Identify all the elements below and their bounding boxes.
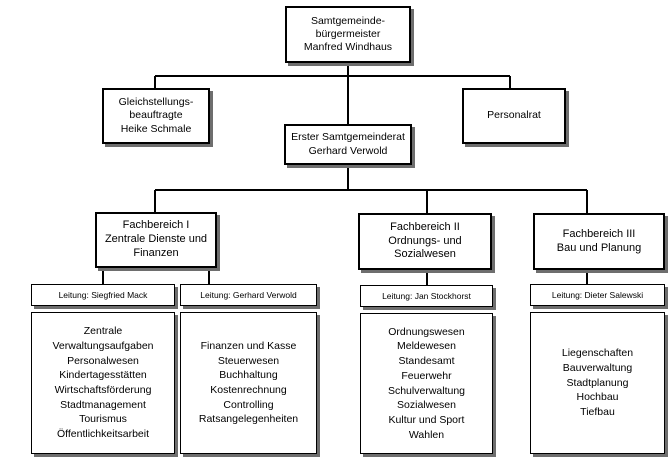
unit-3-task: Ordnungswesen [388, 325, 465, 338]
unit-4-task: Tiefbau [580, 406, 615, 419]
department-1-subtitle-1: Zentrale Dienste und [104, 233, 208, 246]
unit-4-task: Hochbau [576, 391, 619, 404]
mayor-name: Manfred Windhaus [303, 41, 393, 54]
unit-2-leader-box: Leitung: Gerhard Verwold [180, 284, 317, 306]
unit-3-tasks-box: Ordnungswesen Meldewesen Standesamt Feue… [360, 313, 493, 454]
deputy-title: Erster Samtgemeinderat [291, 131, 405, 144]
unit-3-task: Meldewesen [397, 340, 456, 353]
unit-1-task: Personalwesen [67, 354, 139, 367]
unit-3-task: Wahlen [408, 428, 445, 441]
department-3-box: Fachbereich III Bau und Planung [533, 213, 665, 270]
unit-3-leader-box: Leitung: Jan Stockhorst [360, 285, 493, 307]
unit-1-task: Wirtschaftsförderung [54, 384, 152, 396]
department-2-title: Fachbereich II [390, 220, 460, 233]
unit-1-task: Verwaltungsaufgaben [52, 339, 154, 352]
department-3-title: Fachbereich III [562, 227, 636, 240]
unit-4-leader: Leitung: Dieter Salewski [551, 289, 644, 300]
unit-3-task: Schulverwaltung [387, 384, 466, 397]
department-1-subtitle-2: Finanzen [133, 246, 179, 259]
mayor-title-line-2: bürgermeister [315, 27, 381, 40]
department-2-subtitle-2: Sozialwesen [394, 248, 456, 261]
unit-3-task: Kultur und Sport [388, 413, 465, 426]
unit-3-leader: Leitung: Jan Stockhorst [382, 290, 471, 301]
staff-council-label: Personalrat [487, 109, 541, 122]
unit-4-tasks-box: Liegenschaften Bauverwaltung Stadtplanun… [530, 312, 665, 454]
unit-2-task: Buchhaltung [219, 369, 278, 382]
staff-council-box: Personalrat [462, 88, 566, 144]
department-1-title: Fachbereich I [122, 219, 190, 232]
equality-name: Heike Schmale [120, 122, 192, 135]
unit-1-task: Tourismus [79, 413, 127, 426]
unit-2-leader: Leitung: Gerhard Verwold [200, 289, 297, 300]
unit-1-task: Öffentlichkeitsarbeit [56, 428, 150, 441]
unit-2-task: Ratsangelegenheiten [198, 413, 299, 426]
unit-2-task: Steuerwesen [217, 354, 280, 367]
unit-1-task: Stadtmanagement [60, 398, 146, 411]
unit-4-task: Stadtplanung [566, 376, 629, 389]
unit-1-leader-box: Leitung: Siegfried Mack [31, 284, 175, 306]
unit-3-task: Feuerwehr [401, 369, 452, 382]
department-2-box: Fachbereich II Ordnungs- und Sozialwesen [358, 213, 492, 270]
mayor-box: Samtgemeinde- bürgermeister Manfred Wind… [285, 6, 411, 63]
unit-3-task: Standesamt [398, 355, 455, 368]
unit-2-task: Kostenrechnung [210, 384, 287, 396]
unit-4-leader-box: Leitung: Dieter Salewski [530, 284, 665, 306]
department-2-subtitle-1: Ordnungs- und [388, 234, 462, 247]
unit-4-task: Bauverwaltung [562, 361, 633, 374]
mayor-title-line-1: Samtgemeinde- [310, 14, 386, 27]
unit-1-task: Kindertagesstätten [59, 369, 147, 382]
department-1-box: Fachbereich I Zentrale Dienste und Finan… [95, 212, 217, 268]
unit-4-task: Liegenschaften [561, 347, 634, 360]
unit-2-task: Controlling [223, 398, 274, 411]
unit-2-task: Finanzen und Kasse [200, 339, 297, 352]
unit-1-leader: Leitung: Siegfried Mack [58, 289, 148, 300]
unit-1-task: Zentrale [83, 325, 123, 338]
equality-officer-box: Gleichstellungs- beauftragte Heike Schma… [102, 88, 210, 144]
unit-1-tasks-box: Zentrale Verwaltungsaufgaben Personalwes… [31, 312, 175, 454]
unit-3-task: Sozialwesen [397, 399, 456, 412]
deputy-name: Gerhard Verwold [308, 144, 388, 157]
equality-title-line-2: beauftragte [129, 109, 183, 122]
department-3-subtitle: Bau und Planung [556, 241, 642, 254]
unit-2-tasks-box: Finanzen und Kasse Steuerwesen Buchhaltu… [180, 312, 317, 454]
equality-title-line-1: Gleichstellungs- [118, 96, 194, 109]
deputy-box: Erster Samtgemeinderat Gerhard Verwold [284, 124, 412, 165]
